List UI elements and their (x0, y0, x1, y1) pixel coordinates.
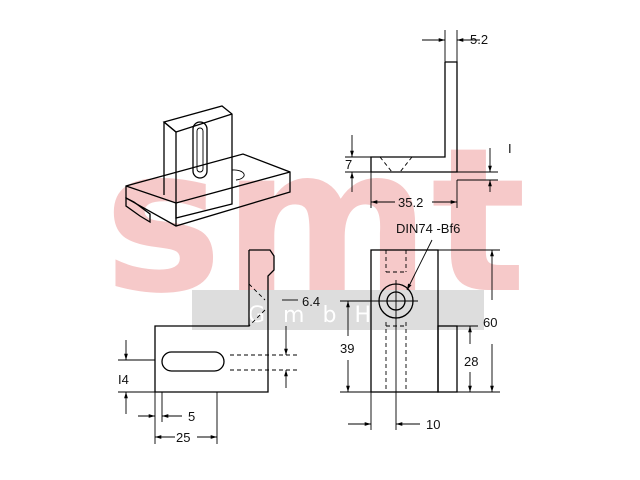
dim-screw: DIN74 -Bf6 (396, 221, 460, 236)
front-view: 6.4 I4 5 25 (118, 249, 320, 445)
dim-base-length: 35.2 (398, 195, 423, 210)
dim-total-height: 60 (483, 315, 497, 330)
dim-hole-height: 39 (340, 341, 354, 356)
dim-base-thickness: I (508, 141, 512, 156)
dim-slot-offset: 5 (188, 409, 195, 424)
watermark-band (192, 290, 484, 330)
dim-slot-width: 25 (176, 430, 190, 445)
dim-base-height: 7 (345, 157, 352, 172)
dim-top-width: 5.2 (470, 32, 488, 47)
dim-hole-diameter: 6.4 (302, 294, 320, 309)
end-view: DIN74 -Bf6 60 28 39 10 (340, 221, 500, 432)
dim-slot-height: I4 (118, 372, 129, 387)
watermark: smt GmbH (103, 105, 526, 338)
isometric-view (125, 105, 291, 227)
side-view: 5.2 7 I 35.2 (345, 30, 512, 210)
dim-lower-height: 28 (464, 354, 478, 369)
dim-wall-offset: 10 (426, 417, 440, 432)
